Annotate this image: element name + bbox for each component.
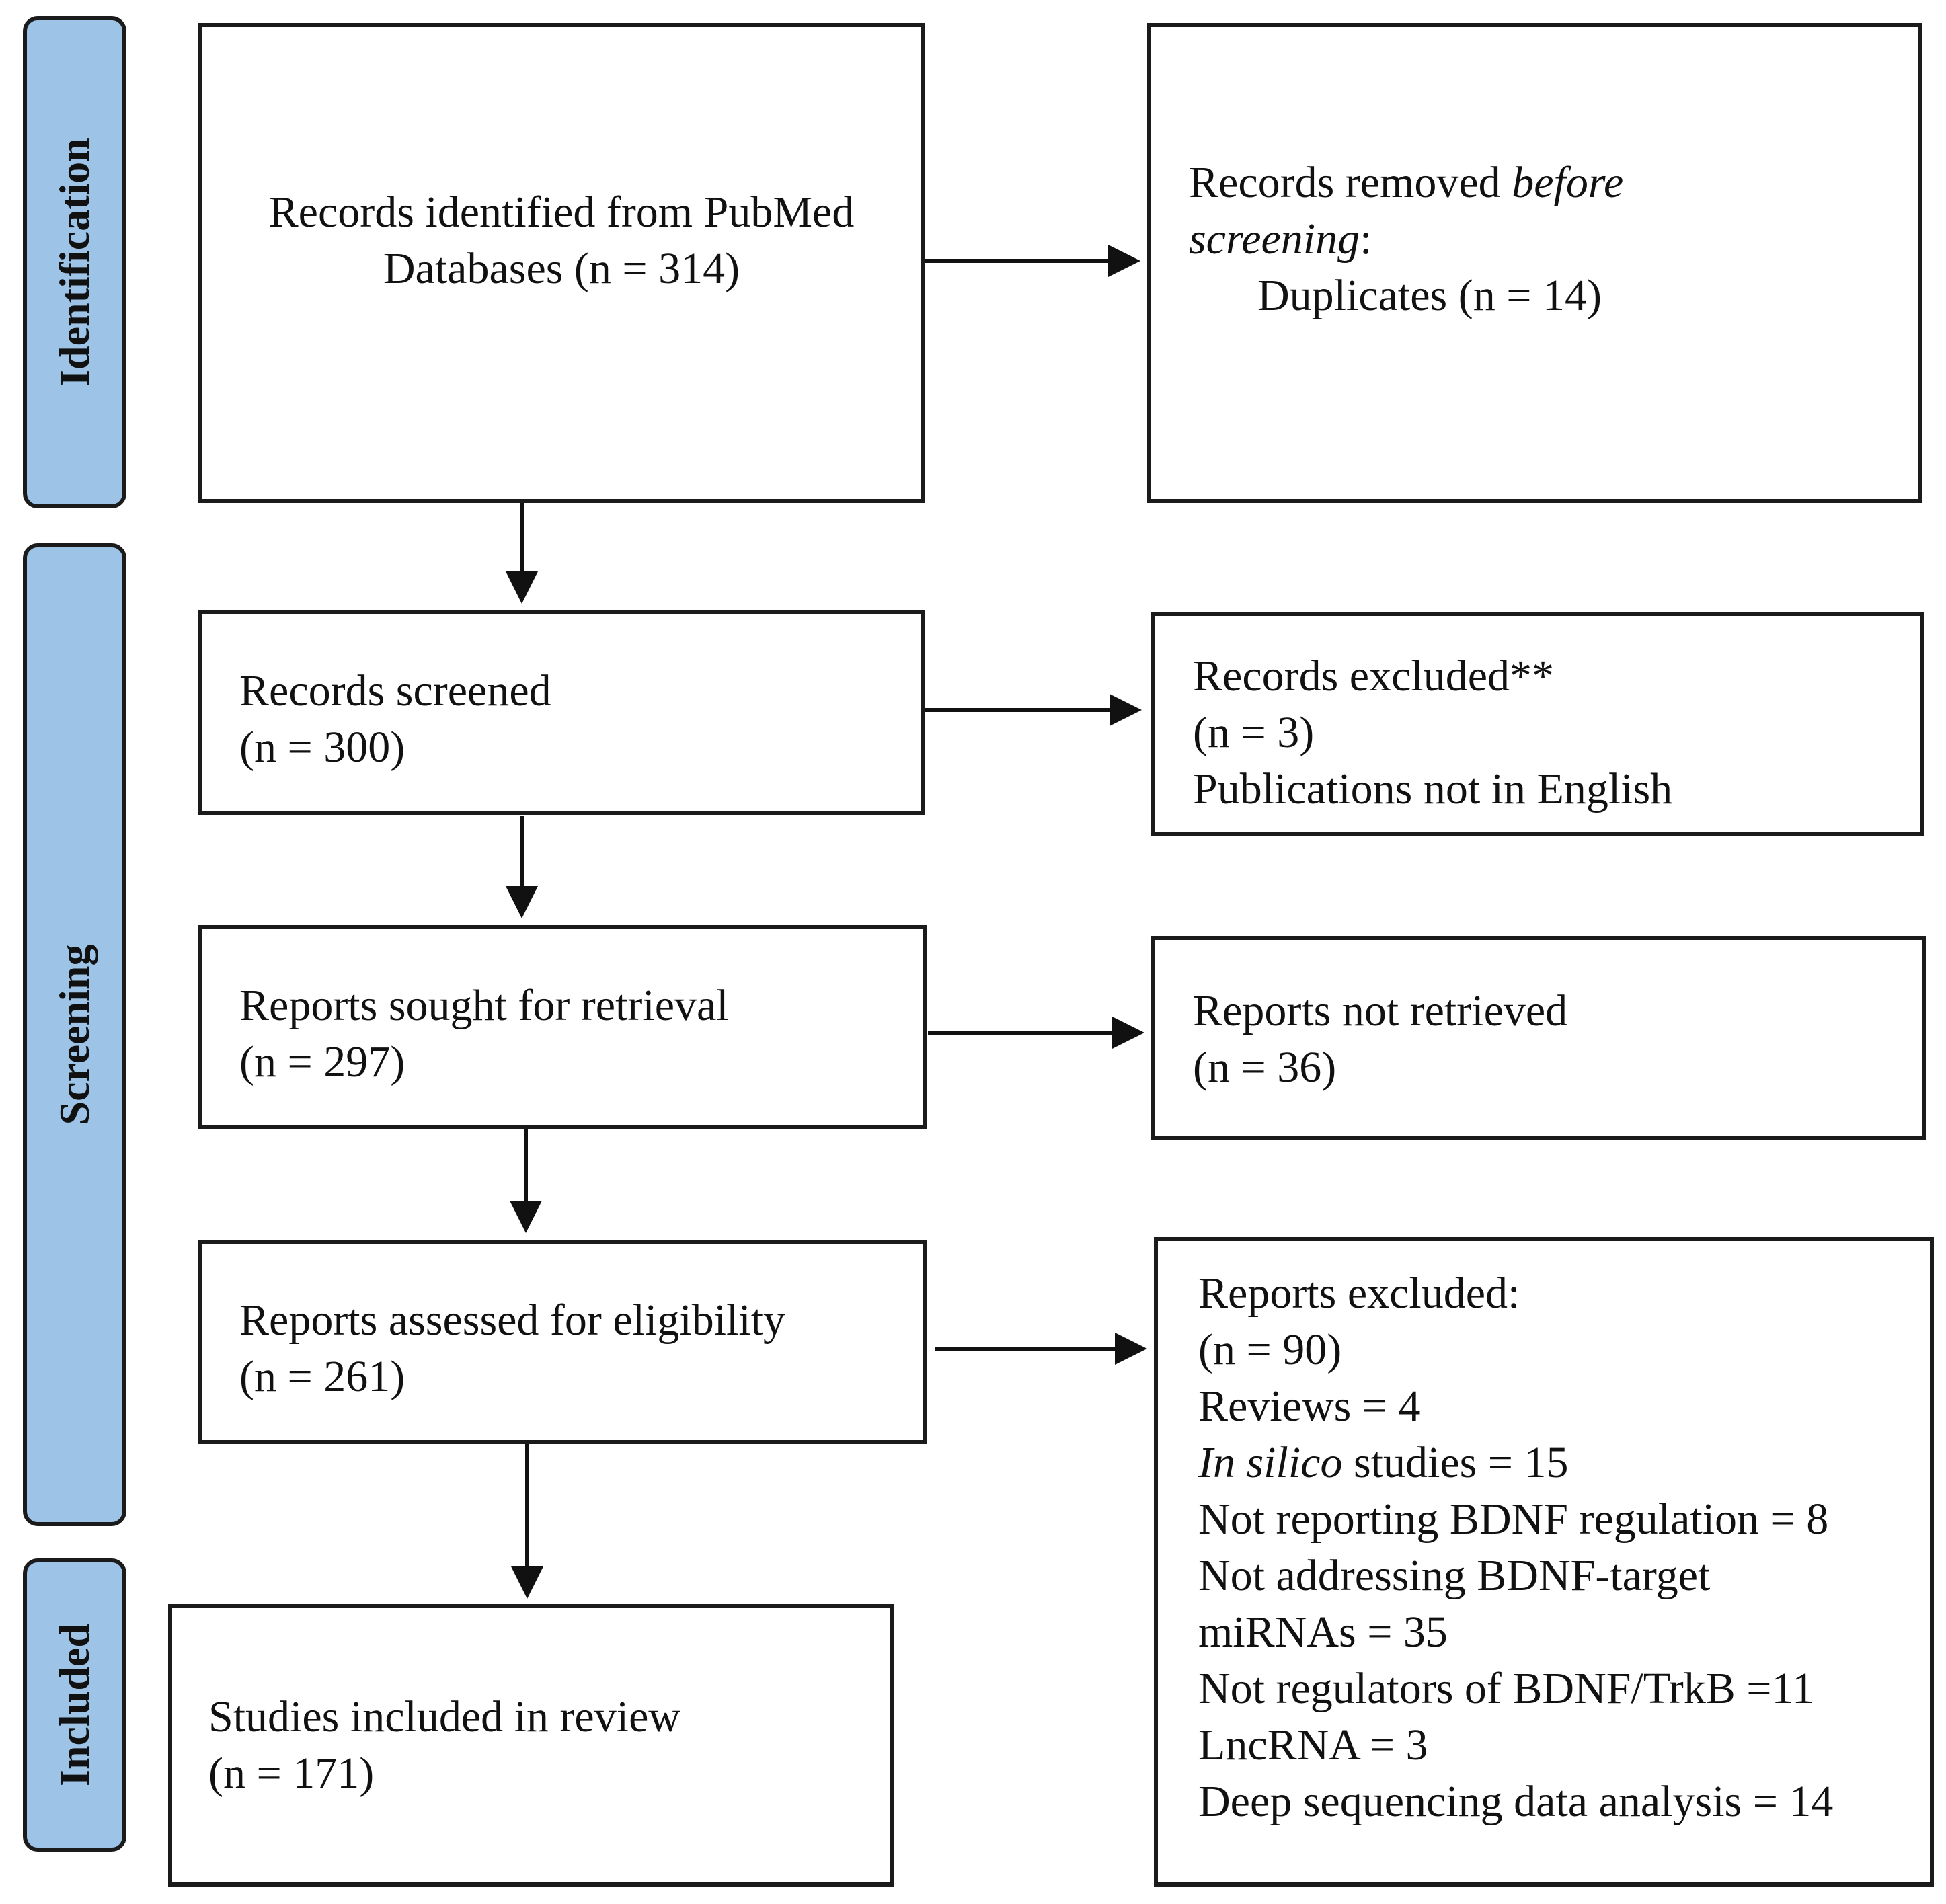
removed-line1: Records removed before — [1189, 155, 1918, 211]
assessed-line2: (n = 261) — [239, 1352, 405, 1401]
excluded-records-box: Records excluded** (n = 3) Publications … — [1151, 612, 1924, 836]
screened-box: Records screened (n = 300) — [198, 610, 925, 815]
sought-line1: Reports sought for retrieval — [239, 981, 729, 1030]
reports-excluded-not-addressing-2: miRNAs = 35 — [1198, 1608, 1448, 1657]
in-silico-italic: In silico — [1198, 1438, 1343, 1487]
removed-line2: screening: — [1189, 211, 1918, 268]
excluded-records-line1: Records excluded** — [1193, 651, 1554, 701]
reports-excluded-count: (n = 90) — [1198, 1325, 1342, 1374]
reports-excluded-not-addressing-1: Not addressing BDNF-target — [1198, 1551, 1711, 1600]
reports-excluded-lncrna: LncRNA = 3 — [1198, 1720, 1428, 1770]
stage-screening: Screening — [23, 543, 126, 1526]
identified-line1: Records identified from PubMed — [268, 188, 855, 237]
included-line1: Studies included in review — [208, 1692, 681, 1741]
identified-box: Records identified from PubMed Databases… — [198, 23, 925, 503]
sought-line2: (n = 297) — [239, 1037, 405, 1086]
identified-line2: Databases (n = 314) — [383, 244, 740, 293]
reports-excluded-box: Reports excluded: (n = 90) Reviews = 4 I… — [1154, 1237, 1934, 1887]
excluded-records-line2: (n = 3) — [1193, 708, 1315, 757]
removed-line3: Duplicates (n = 14) — [1257, 271, 1602, 320]
included-line2: (n = 171) — [208, 1749, 375, 1798]
assessed-line1: Reports assessed for eligibility — [239, 1296, 786, 1345]
not-retrieved-line2: (n = 36) — [1193, 1043, 1337, 1092]
removed-line2-italic: screening — [1189, 214, 1360, 264]
removed-line1-text: Records removed — [1189, 158, 1512, 207]
reports-excluded-title: Reports excluded: — [1198, 1269, 1520, 1318]
not-retrieved-line1: Reports not retrieved — [1193, 986, 1568, 1035]
stage-identification: Identification — [23, 16, 126, 508]
reports-excluded-in-silico: In silico studies = 15 — [1198, 1435, 1930, 1491]
reports-excluded-reviews: Reviews = 4 — [1198, 1382, 1421, 1431]
reports-excluded-not-reporting: Not reporting BDNF regulation = 8 — [1198, 1495, 1829, 1544]
reports-excluded-deep-seq: Deep sequencing data analysis = 14 — [1198, 1777, 1834, 1826]
removed-line1-italic: before — [1512, 158, 1624, 207]
removed-line2-colon: : — [1360, 214, 1372, 264]
removed-box: Records removed before screening: Duplic… — [1147, 23, 1922, 503]
screened-line2: (n = 300) — [239, 723, 405, 772]
included-box: Studies included in review (n = 171) — [168, 1604, 894, 1887]
assessed-box: Reports assessed for eligibility (n = 26… — [198, 1240, 927, 1444]
not-retrieved-box: Reports not retrieved (n = 36) — [1151, 936, 1926, 1140]
screened-line1: Records screened — [239, 666, 551, 715]
sought-box: Reports sought for retrieval (n = 297) — [198, 925, 927, 1129]
excluded-records-line3: Publications not in English — [1193, 764, 1673, 814]
in-silico-text: studies = 15 — [1342, 1438, 1569, 1487]
stage-included: Included — [23, 1558, 126, 1852]
reports-excluded-not-regulators: Not regulators of BDNF/TrkB =11 — [1198, 1664, 1815, 1713]
